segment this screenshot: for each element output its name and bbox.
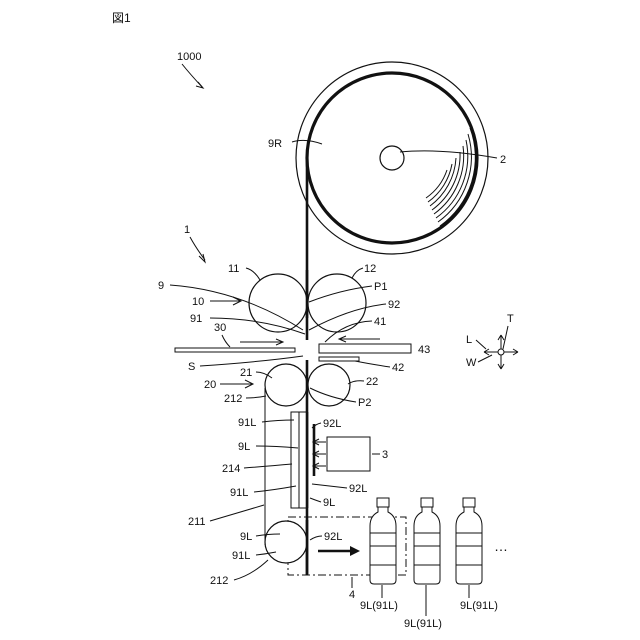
guide-42 — [319, 357, 359, 361]
leader-compass-w — [478, 355, 492, 362]
ellipsis: … — [494, 538, 508, 554]
direction-compass — [484, 335, 518, 369]
label-11: 11 — [228, 263, 239, 275]
unit-3-arrows — [313, 439, 326, 469]
leader-42 — [355, 361, 390, 367]
bottle-2 — [414, 498, 440, 584]
leader-212-bottom — [234, 560, 268, 580]
label-10: 10 — [192, 296, 204, 308]
label-92: 92 — [388, 299, 400, 311]
figure-title: 図1 — [112, 11, 131, 25]
label-s: S — [188, 361, 195, 373]
blade-30 — [175, 348, 295, 352]
label-212-top: 212 — [224, 393, 242, 405]
roller-11 — [249, 274, 307, 332]
label-2: 2 — [500, 154, 506, 166]
label-3: 3 — [382, 449, 388, 461]
label-bottle-2: 9L(91L) — [404, 618, 442, 630]
label-91l-c: 91L — [232, 550, 250, 562]
leader-214 — [244, 464, 292, 468]
roller-21 — [265, 364, 307, 406]
label-12: 12 — [364, 263, 376, 275]
leader-9l-b — [310, 498, 321, 502]
label-92l-b: 92L — [349, 483, 367, 495]
leader-92l-b — [312, 484, 347, 488]
label-212-bottom: 212 — [210, 575, 228, 587]
roll-9r — [296, 62, 488, 254]
label-9: 9 — [158, 280, 164, 292]
leader-91l-b — [254, 486, 296, 492]
label-bottle-3: 9L(91L) — [460, 600, 498, 612]
blade-43 — [319, 344, 411, 353]
label-91: 91 — [190, 313, 202, 325]
leader-12 — [352, 268, 363, 278]
bottle-1 — [370, 498, 396, 584]
label-20: 20 — [204, 379, 216, 391]
label-22: 22 — [366, 376, 378, 388]
leader-compass-l — [476, 340, 486, 349]
label-9l-c: 9L — [240, 531, 252, 543]
leader-212-top — [246, 396, 266, 398]
pulley-212 — [265, 521, 307, 563]
leader-compass-t — [503, 326, 508, 349]
label-9l-a: 9L — [238, 441, 250, 453]
leader-211 — [210, 505, 264, 521]
compass-w: W — [466, 357, 477, 369]
label-211: 211 — [188, 516, 206, 528]
label-91l-a: 91L — [238, 417, 256, 429]
label-43: 43 — [418, 344, 430, 356]
leader-11 — [246, 268, 260, 280]
leader-92l-c — [310, 536, 322, 540]
label-p1: P1 — [374, 281, 387, 293]
arrowhead-to-bottles — [350, 546, 360, 556]
label-42: 42 — [392, 362, 404, 374]
label-21: 21 — [240, 367, 252, 379]
label-41: 41 — [374, 316, 386, 328]
leader-30 — [222, 335, 230, 347]
label-9r: 9R — [268, 138, 282, 150]
label-4: 4 — [349, 589, 355, 601]
label-9l-b: 9L — [323, 497, 335, 509]
ref-1000: 1000 — [177, 51, 201, 63]
arrowhead-1000 — [196, 82, 203, 88]
label-92l-a: 92L — [323, 418, 341, 430]
label-214: 214 — [222, 463, 240, 475]
label-91l-b: 91L — [230, 487, 248, 499]
roll-core — [380, 146, 404, 170]
leader-1 — [190, 237, 205, 260]
leader-91l-a — [262, 420, 294, 422]
label-30: 30 — [214, 322, 226, 334]
compass-t: T — [507, 313, 514, 325]
label-92l-c: 92L — [324, 531, 342, 543]
unit-3-box — [327, 437, 370, 471]
compass-l: L — [466, 334, 472, 346]
label-bottle-1: 9L(91L) — [360, 600, 398, 612]
bottle-3 — [456, 498, 482, 584]
label-p2: P2 — [358, 397, 371, 409]
ref-1: 1 — [184, 224, 190, 236]
